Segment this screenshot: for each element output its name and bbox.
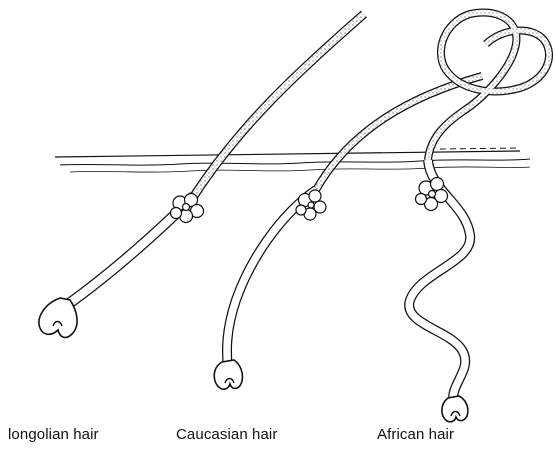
caption-african-hair: African hair (377, 426, 454, 443)
sebaceous-gland-icon (416, 178, 448, 211)
mongolian-hair (39, 14, 364, 337)
caption-caucasian-hair: Caucasian hair (176, 426, 277, 443)
hair-bulb-icon (214, 360, 242, 389)
sebaceous-gland-icon (296, 190, 326, 220)
caption-mongolian-hair: longolian hair (8, 426, 99, 443)
skin-surface (55, 148, 530, 172)
hair-bulb-icon (442, 396, 468, 422)
hair-bulb-icon (39, 298, 77, 337)
sebaceous-gland-icon (171, 194, 204, 223)
